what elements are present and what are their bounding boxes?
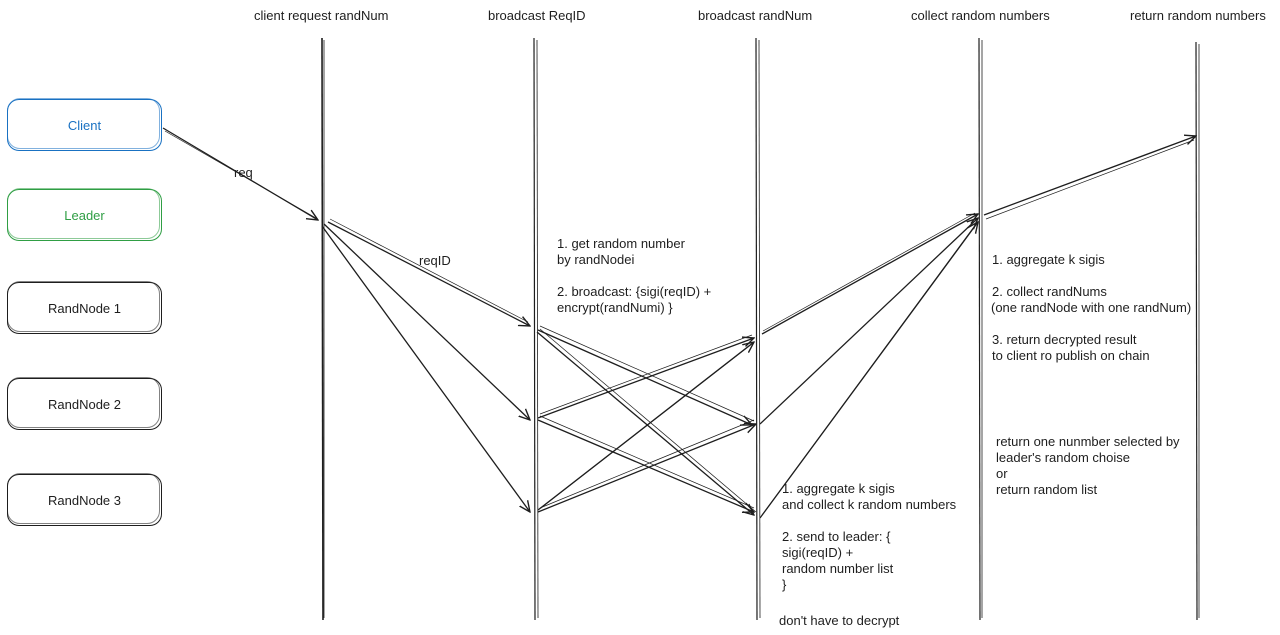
arrow-node2-to-row3[interactable] — [537, 419, 754, 512]
note-collect-step: 1. aggregate k sigis and collect k rando… — [782, 481, 956, 593]
actor-randnode-2[interactable]: RandNode 2 — [7, 377, 162, 430]
note-collect-line-3: 2. send to leader: { — [782, 529, 891, 544]
note-leader-line-5: to client ro publish on chain — [992, 348, 1150, 363]
note-collect-line-6: } — [782, 577, 787, 592]
note-randnode-line-3: 2. broadcast: {sigi(reqID) + — [557, 284, 712, 299]
note-randnode-line-1: 1. get random number — [557, 236, 685, 251]
actor-leader[interactable]: Leader — [7, 188, 162, 241]
lifeline-return-random — [1195, 41, 1198, 621]
arrow-node2-to-row1[interactable] — [537, 338, 754, 419]
lifeline-broadcast-randnum — [755, 37, 758, 621]
note-collect-line-4: sigi(reqID) + — [782, 545, 854, 560]
arrow-return-to-client-shadow — [985, 139, 1195, 220]
phase-title-broadcast-reqid: broadcast ReqID — [488, 8, 586, 23]
actor-randnode-3[interactable]: RandNode 3 — [7, 473, 162, 526]
arrow-reqid-to-node1[interactable] — [327, 221, 530, 326]
note-collect-line-2: and collect k random numbers — [782, 497, 957, 512]
arrow-node2-to-row1-shadow — [539, 334, 753, 415]
note-randnode-line-4: encrypt(randNumi) } — [557, 300, 673, 315]
arrow-return-to-client[interactable] — [983, 136, 1196, 216]
arrow-node1-to-row3[interactable] — [536, 331, 754, 515]
note-return-step: return one nunmber selected by leader's … — [996, 434, 1180, 498]
lifeline-broadcast-reqid — [533, 37, 536, 621]
note-collect-line-5: random number list — [782, 561, 894, 576]
arrow-row1-to-leader[interactable] — [761, 214, 978, 335]
arrow-row3-to-leader-shadow — [761, 223, 977, 516]
note-leader-line-3: (one randNode with one randNum) — [991, 300, 1192, 315]
actor-randnode-1-label: RandNode 1 — [48, 300, 121, 316]
actor-client-label: Client — [67, 117, 102, 133]
phase-title-broadcast-randnum: broadcast randNum — [698, 8, 813, 23]
note-leader-step: 1. aggregate k sigis 2. collect randNums… — [991, 252, 1192, 364]
phase-title-collect-random: collect random numbers — [911, 8, 1050, 23]
note-leader-line-4: 3. return decrypted result — [992, 332, 1137, 347]
arrow-node1-to-row2[interactable] — [537, 329, 752, 425]
arrow-row1-to-leader-shadow — [762, 212, 976, 332]
lifeline-broadcast-reqid-shadow — [536, 39, 539, 619]
arrow-node3-to-row2[interactable] — [537, 424, 756, 513]
lifeline-collect-random — [978, 37, 981, 621]
arrow-node2-to-row3-shadow — [539, 415, 755, 509]
phase-title-client-request: client request randNum — [254, 8, 389, 23]
arrow-reqid-to-node2[interactable] — [323, 223, 530, 420]
note-collect-line-1: 1. aggregate k sigis — [782, 481, 895, 496]
note-return-line-4: return random list — [996, 482, 1098, 497]
edge-label-reqid: reqID — [419, 253, 451, 268]
actor-randnode-3-label: RandNode 3 — [48, 492, 121, 508]
note-randnode-step: 1. get random number by randNodei 2. bro… — [557, 236, 711, 316]
note-randnode-line-2: by randNodei — [557, 252, 635, 267]
note-leader-line-1: 1. aggregate k sigis — [992, 252, 1105, 267]
arrow-row2-to-leader[interactable] — [759, 218, 978, 425]
arrow-reqid-to-node1-shadow — [329, 218, 529, 323]
actor-randnode-2-label: RandNode 2 — [48, 396, 121, 412]
arrow-node1-to-row2-shadow — [539, 325, 755, 422]
lifeline-broadcast-randnum-shadow — [758, 39, 761, 619]
arrow-req-shadow — [164, 130, 317, 219]
arrow-reqid-to-node3[interactable] — [321, 225, 530, 512]
actor-randnode-1[interactable]: RandNode 1 — [7, 281, 162, 334]
lifelines — [321, 37, 1200, 621]
lifeline-client-request — [321, 37, 324, 621]
arrow-node3-to-row1-shadow — [540, 343, 753, 509]
arrow-node3-to-row2-shadow — [539, 419, 755, 509]
note-leader-line-2: 2. collect randNums — [992, 284, 1107, 299]
note-return-line-2: leader's random choise — [996, 450, 1130, 465]
actor-leader-label: Leader — [64, 207, 105, 223]
phase-title-return-random: return random numbers — [1130, 8, 1266, 23]
edge-label-req: req — [234, 165, 253, 180]
actor-client[interactable]: Client — [7, 98, 162, 151]
note-return-line-1: return one nunmber selected by — [996, 434, 1180, 449]
note-return-line-3: or — [996, 466, 1008, 481]
note-no-decrypt: don't have to decrypt — [779, 613, 900, 628]
arrow-node1-to-row3-shadow — [539, 328, 757, 513]
message-arrows — [162, 127, 1196, 519]
